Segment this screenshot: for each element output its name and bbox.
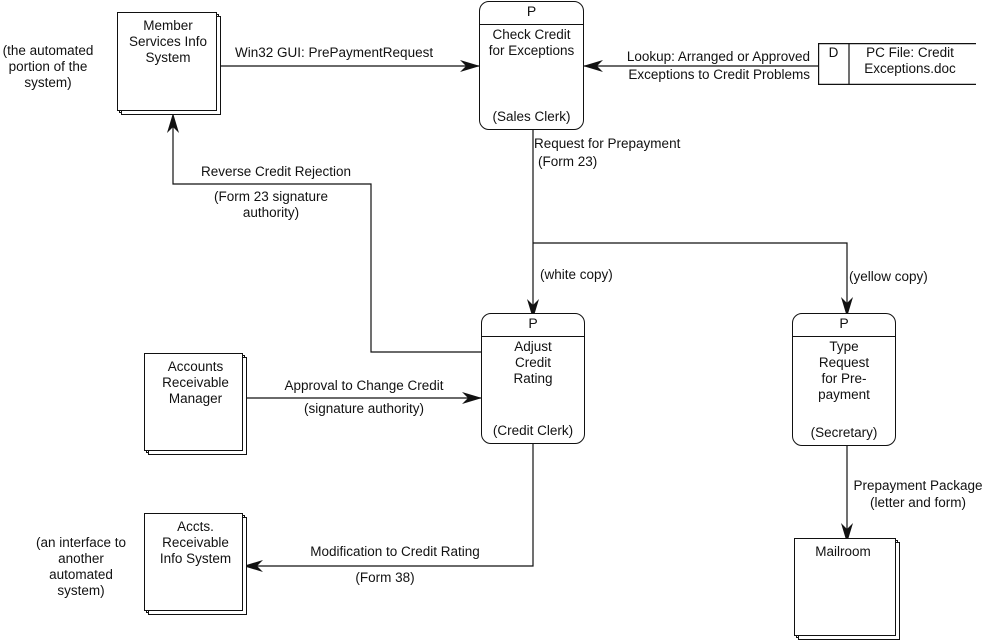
process-check-credit-actor: (Sales Clerk) bbox=[492, 109, 571, 124]
flow-label-lookup-line2: Exceptions to Credit Problems bbox=[628, 67, 810, 82]
flow-label-form23-signature-line2: authority) bbox=[242, 205, 300, 220]
entity-member-services-label: Member Services Info System bbox=[128, 18, 208, 65]
entity-accts-receivable-info-system-label: Accts. Receivable Info System bbox=[159, 519, 232, 566]
entity-member-services: Member Services Info System bbox=[117, 12, 221, 115]
entity-accts-receivable-info-system: Accts. Receivable Info System bbox=[144, 513, 247, 615]
process-type-request-name: Type Request for Pre-payment bbox=[818, 339, 870, 402]
process-check-credit: P Check Credit for Exceptions (Sales Cle… bbox=[479, 1, 584, 130]
yellow-copy-flow-arrow bbox=[533, 242, 853, 317]
flow-label-letter-form: (letter and form) bbox=[869, 495, 967, 510]
flow-label-request-prepayment: Request for Prepayment bbox=[534, 136, 681, 151]
flow-label-yellow-copy: (yellow copy) bbox=[849, 269, 928, 284]
process-check-credit-id: P bbox=[526, 3, 537, 19]
data-store-credit-exceptions: D PC File: Credit Exceptions.doc bbox=[818, 43, 976, 85]
process-type-request-id: P bbox=[839, 315, 849, 331]
flow-label-form23-signature-line1: (Form 23 signature bbox=[213, 189, 329, 204]
process-adjust-credit-id: P bbox=[528, 315, 538, 331]
process-type-request: P Type Request for Pre-payment (Secretar… bbox=[792, 313, 896, 446]
process-type-request-actor: (Secretary) bbox=[810, 425, 878, 440]
entity-mailroom: Mailroom bbox=[794, 538, 900, 640]
entity-mailroom-label: Mailroom bbox=[815, 544, 871, 559]
process-adjust-credit-actor: (Credit Clerk) bbox=[492, 423, 574, 438]
flow-label-win32: Win32 GUI: PrePaymentRequest bbox=[235, 45, 434, 60]
flow-label-modification: Modification to Credit Rating bbox=[310, 544, 480, 559]
process-check-credit-name: Check Credit for Exceptions bbox=[488, 27, 575, 58]
annotation-automated-portion: (the automated portion of the system) bbox=[2, 43, 94, 90]
process-adjust-credit: P Adjust Credit Rating (Credit Clerk) bbox=[481, 313, 585, 444]
modification-flow-arrow bbox=[243, 443, 534, 572]
flow-label-prepayment-package: Prepayment Package bbox=[853, 478, 983, 493]
flow-label-reverse-rejection: Reverse Credit Rejection bbox=[200, 164, 352, 179]
data-store-id: D bbox=[828, 45, 839, 60]
process-adjust-credit-name: Adjust Credit Rating bbox=[513, 339, 553, 386]
data-store-outline bbox=[818, 43, 976, 85]
data-store-name: PC File: Credit Exceptions.doc bbox=[864, 45, 956, 76]
entity-accounts-receivable-manager-label: Accounts Receivable Manager bbox=[162, 359, 229, 406]
entity-accounts-receivable-manager: Accounts Receivable Manager bbox=[144, 353, 247, 455]
flow-label-signature-authority: (signature authority) bbox=[303, 401, 425, 416]
flow-label-form23: (Form 23) bbox=[538, 154, 598, 169]
flow-label-white-copy: (white copy) bbox=[540, 267, 613, 282]
reverse-rejection-flow-arrow bbox=[167, 113, 481, 353]
flow-label-form38: (Form 38) bbox=[355, 570, 415, 585]
annotation-interface-note: (an interface to another automated syste… bbox=[35, 535, 127, 598]
flow-label-lookup-line1: Lookup: Arranged or Approved bbox=[626, 49, 810, 64]
flow-label-approval: Approval to Change Credit bbox=[284, 378, 444, 393]
